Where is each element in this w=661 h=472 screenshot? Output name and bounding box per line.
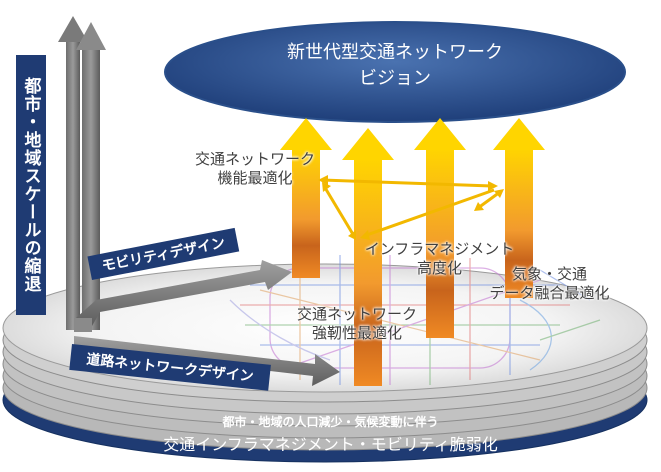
arrow-resilience bbox=[342, 128, 394, 386]
node-resilience-line2: 強靭性最適化 bbox=[311, 324, 402, 342]
node-weather: 気象・交通 データ融合最適化 bbox=[472, 265, 627, 303]
node-resilience-line1: 交通ネットワーク bbox=[296, 305, 417, 323]
node-function-line1: 交通ネットワーク bbox=[194, 150, 315, 168]
orange-arrows bbox=[280, 118, 545, 386]
arrow-weather bbox=[493, 118, 545, 298]
arrow-infra bbox=[414, 118, 466, 338]
base-platform bbox=[2, 263, 648, 463]
vision-title-line1: 新世代型交通ネットワーク bbox=[287, 42, 503, 63]
vision-title: 新世代型交通ネットワーク ビジョン bbox=[200, 40, 590, 92]
node-function-line2: 機能最適化 bbox=[217, 169, 293, 187]
footer-subtitle: 都市・地域の人口減少・気候変動に伴う bbox=[222, 415, 439, 429]
node-infra-line1: インフラマネジメント bbox=[364, 240, 515, 258]
vertical-axis-arrow bbox=[58, 16, 106, 330]
footer-title: 交通インフラマネジメント・モビリティ脆弱化 bbox=[163, 435, 498, 454]
node-weather-line2: データ融合最適化 bbox=[489, 284, 610, 302]
vision-title-line2: ビジョン bbox=[359, 68, 431, 89]
node-infra: インフラマネジメント 高度化 bbox=[352, 240, 527, 278]
vertical-axis-label: 都市・地域スケールの縮退 bbox=[16, 55, 46, 315]
node-function: 交通ネットワーク 機能最適化 bbox=[180, 150, 330, 188]
node-weather-line1: 気象・交通 bbox=[511, 265, 587, 283]
link-arrows bbox=[318, 175, 504, 240]
node-infra-line2: 高度化 bbox=[416, 259, 462, 277]
arrow-function bbox=[280, 118, 332, 278]
node-resilience: 交通ネットワーク 強靭性最適化 bbox=[282, 305, 432, 343]
mobility-arrow bbox=[76, 260, 292, 326]
vision-ellipse bbox=[164, 21, 626, 123]
